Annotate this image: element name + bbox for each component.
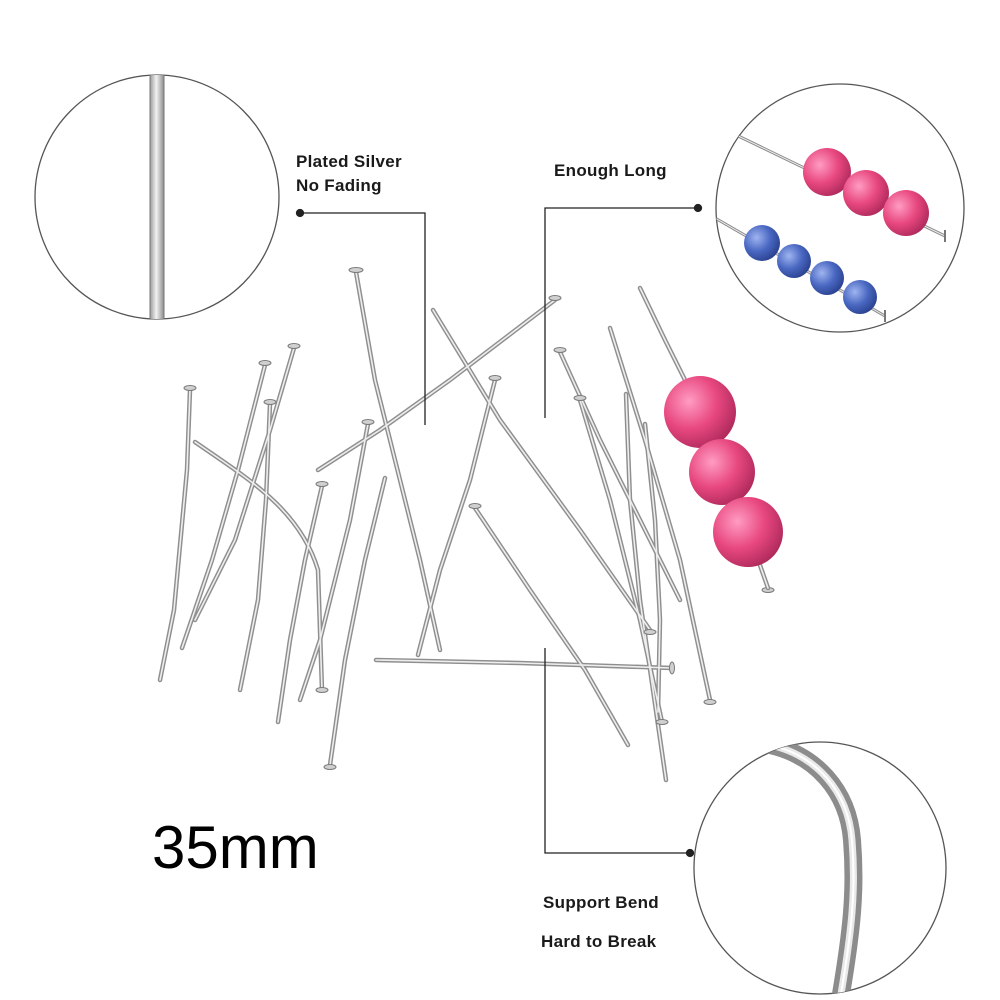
beaded-pin [664,376,783,591]
label-no-fading: No Fading [296,176,382,195]
blue-bead [843,280,877,314]
pink-bead [713,497,783,567]
callout-plated-silver [295,208,426,425]
label-plated-silver: Plated Silver [296,152,402,171]
size-label: 35mm [152,814,319,881]
zoom-circle-bend [693,741,947,995]
pink-bead [883,190,929,236]
label-enough-long: Enough Long [554,161,667,180]
zoom-circle-plated-wire [34,74,280,320]
pink-bead [664,376,736,448]
label-support-bend: Support Bend [543,893,659,912]
pink-bead [689,439,755,505]
head-pins-pile [157,267,775,783]
blue-bead [777,244,811,278]
blue-bead [810,261,844,295]
label-hard-to-break: Hard to Break [541,932,657,951]
blue-bead [744,225,780,261]
callout-enough-long [544,203,703,418]
callout-support-bend [544,648,695,858]
zoom-circle-beads [715,83,965,333]
pink-bead [803,148,851,196]
pink-bead [843,170,889,216]
